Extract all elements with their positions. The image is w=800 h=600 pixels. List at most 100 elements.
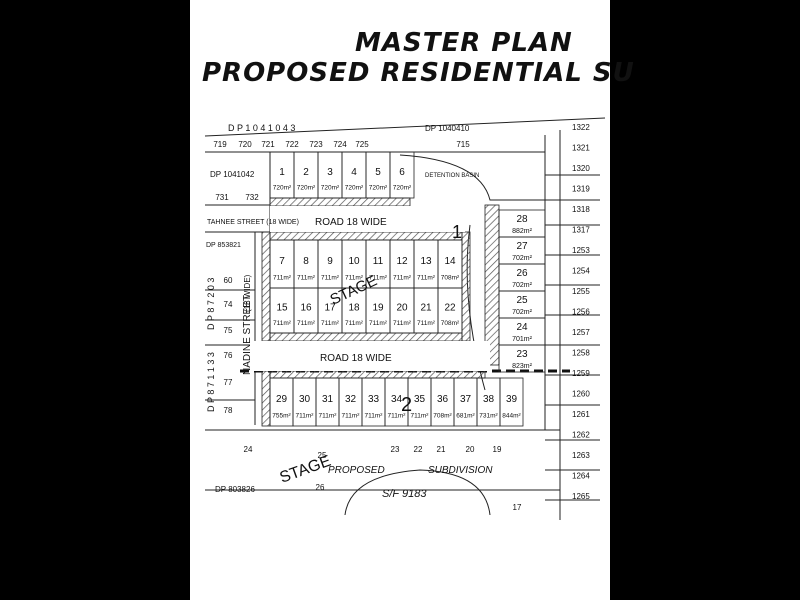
adjoining-lot-number: 19 <box>493 445 502 454</box>
title-master-plan: MASTER PLAN <box>355 28 573 58</box>
adjoining-lot-number: 1255 <box>572 287 590 296</box>
lot-number: 35 <box>414 394 426 405</box>
lot-area: 711m² <box>393 320 412 327</box>
label-stage-2-word: STAGE <box>278 453 334 487</box>
adjoining-lot-number: 23 <box>391 445 400 454</box>
lot-number: 18 <box>348 303 360 314</box>
lot-area: 711m² <box>393 274 412 281</box>
adjoining-lot-number: 1257 <box>572 328 590 337</box>
lot-area: 711m² <box>388 412 407 419</box>
lot-number: 11 <box>373 256 384 267</box>
lot-number: 15 <box>276 303 288 314</box>
title-proposed-residential: PROPOSED RESIDENTIAL SU <box>202 58 635 88</box>
lot-area: 711m² <box>319 412 338 419</box>
lot-number: 1 <box>279 167 285 178</box>
lot-area: 720m² <box>321 185 340 192</box>
lot-number: 10 <box>348 256 360 267</box>
lot-number: 6 <box>399 167 405 178</box>
easement-hatching <box>261 197 500 427</box>
lot-number: 26 <box>516 268 528 279</box>
lot-area: 711m² <box>417 274 436 281</box>
lot-area: 701m² <box>512 336 533 343</box>
lot-area: 702m² <box>512 255 533 262</box>
adjoining-lot-number: 732 <box>245 193 259 202</box>
lot-number: 12 <box>396 256 408 267</box>
adjoining-lot-number: 724 <box>333 140 347 149</box>
lot-area: 711m² <box>297 274 316 281</box>
lot-number: 8 <box>303 256 309 267</box>
adjoining-lot-number: 715 <box>456 140 470 149</box>
label-dp-803826: DP 803826 <box>215 485 255 494</box>
lot-number: 27 <box>516 241 528 252</box>
lot-area: 702m² <box>512 282 533 289</box>
lot-number: 31 <box>322 394 334 405</box>
lot-area: 711m² <box>342 412 361 419</box>
label-dp-1041042: DP 1041042 <box>210 170 255 179</box>
adjoining-lot-number: 719 <box>213 140 227 149</box>
lot-number: 23 <box>516 349 528 360</box>
lot-area: 720m² <box>393 185 412 192</box>
label-road-lower: ROAD 18 WIDE <box>320 353 392 364</box>
lot-outline <box>498 344 546 373</box>
label-proposed: PROPOSED <box>328 465 385 476</box>
label-dp-1040410: DP 1040410 <box>425 124 470 133</box>
lot-area: 844m² <box>502 412 521 419</box>
label-nadine-street: NADINE STREET <box>242 295 253 375</box>
lot-number: 34 <box>391 394 403 405</box>
adjoining-lot-number: 25 <box>318 451 327 460</box>
adjoining-lot-number: 22 <box>414 445 423 454</box>
lot-outline <box>437 287 463 334</box>
lot-area: 681m² <box>456 412 475 419</box>
label-tahnee-street: TAHNEE STREET (18 WIDE) <box>207 219 299 226</box>
lot-area: 720m² <box>369 185 388 192</box>
lot-row-4: 29755m²30711m²31711m²32711m²33711m²34711… <box>269 377 524 427</box>
adjoining-lots-east: 1322132113201319131813171253125412551256… <box>572 123 590 501</box>
lot-number: 17 <box>324 303 336 314</box>
lot-number: 5 <box>375 167 381 178</box>
adjoining-lot-number: 75 <box>224 326 233 335</box>
lot-outline <box>499 377 524 427</box>
lot-number: 19 <box>372 303 384 314</box>
lot-number: 13 <box>420 256 432 267</box>
lot-area: 720m² <box>297 185 316 192</box>
lot-outline <box>389 151 415 199</box>
lot-area: 711m² <box>273 274 292 281</box>
lot-number: 2 <box>303 167 309 178</box>
adjoining-lot-number: 21 <box>437 445 446 454</box>
adjoining-lot-number: 723 <box>309 140 323 149</box>
adjoining-lot-number: 77 <box>224 378 233 387</box>
lot-area: 711m² <box>417 320 436 327</box>
adjoining-lots-west: 73173260747576777879 <box>215 0 259 415</box>
adjoining-lot-number: 725 <box>355 140 369 149</box>
lot-number: 39 <box>506 394 518 405</box>
adjoining-lot-number: 76 <box>224 351 233 360</box>
lot-area: 882m² <box>512 228 533 235</box>
label-nadine-wide: (18 WIDE) <box>243 274 252 312</box>
lot-number: 21 <box>420 303 432 314</box>
lot-area: 823m² <box>512 363 533 370</box>
adjoining-lot-number: 1256 <box>572 308 590 317</box>
adjoining-lot-number: 1258 <box>572 349 590 358</box>
label-dp-87203: D P 8 7 2 0 3 <box>206 278 216 330</box>
lot-number: 9 <box>327 256 333 267</box>
adjoining-lot-number: 1259 <box>572 369 590 378</box>
lot-area: 711m² <box>369 274 388 281</box>
lot-area: 711m² <box>297 320 316 327</box>
road-lower <box>250 341 490 371</box>
label-sf-9183: S/F 9183 <box>382 488 427 500</box>
lot-area: 720m² <box>345 185 364 192</box>
adjoining-lot-number: 60 <box>224 276 233 285</box>
adjoining-lot-number: 1321 <box>572 144 590 153</box>
adjoining-lot-number: 1319 <box>572 185 590 194</box>
lot-number: 14 <box>444 256 456 267</box>
adjoining-lot-number: 1264 <box>572 472 590 481</box>
adjoining-lot-number: 1265 <box>572 492 590 501</box>
adjoining-lot-number: 1262 <box>572 431 590 440</box>
lot-area: 731m² <box>479 412 498 419</box>
adjoining-lot-number: 79 <box>224 0 233 2</box>
lot-area: 755m² <box>272 412 291 419</box>
